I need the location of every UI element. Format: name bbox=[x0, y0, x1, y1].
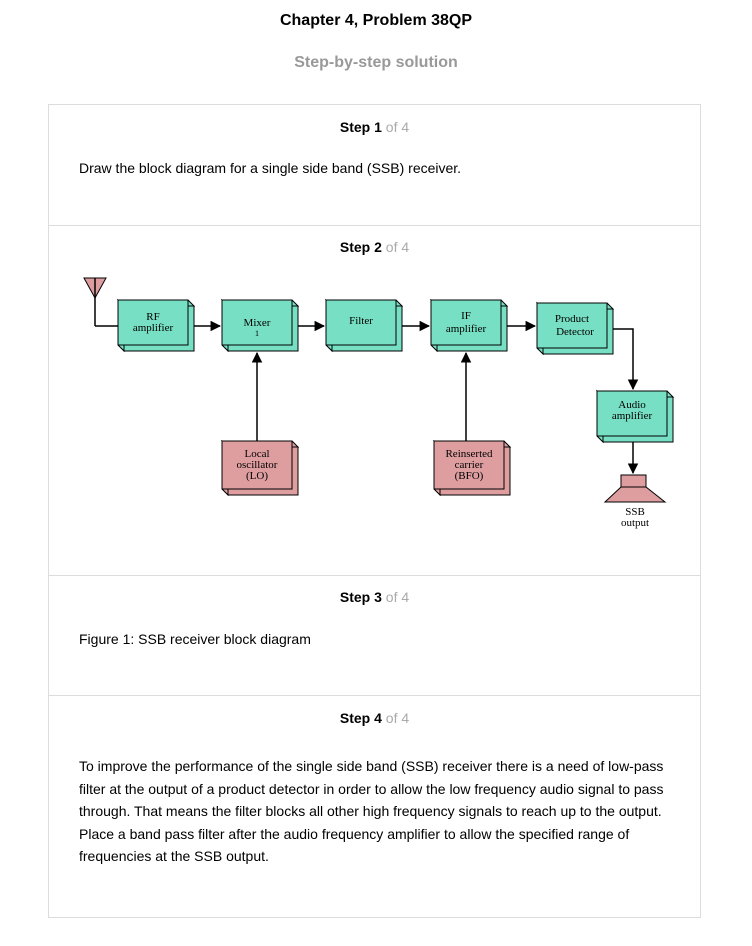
step-3-of: of 4 bbox=[385, 589, 410, 605]
local-oscillator-label-3: (LO) bbox=[246, 470, 268, 482]
bfo-block: Reinserted carrier (BFO) bbox=[432, 439, 512, 497]
if-amplifier-label-2: amplifier bbox=[446, 323, 487, 335]
filter-label: Filter bbox=[349, 315, 373, 327]
local-oscillator-label-1: Local bbox=[244, 448, 269, 460]
ssb-receiver-diagram: RF amplifier Mixer 1 Filter IF a bbox=[83, 277, 675, 529]
mixer-label-2: 1 bbox=[255, 329, 259, 338]
audio-amplifier-label-1: Audio bbox=[618, 399, 646, 411]
audio-amplifier-label-2: amplifier bbox=[612, 410, 653, 422]
speaker-icon bbox=[603, 474, 667, 503]
product-detector-label-1: Product bbox=[555, 313, 589, 325]
page-title: Chapter 4, Problem 38QP bbox=[279, 12, 473, 29]
ssb-output-label-2: output bbox=[621, 517, 649, 529]
local-oscillator-block: Local oscillator (LO) bbox=[220, 439, 300, 497]
if-amplifier-block: IF amplifier bbox=[429, 298, 509, 353]
filter-block: Filter bbox=[324, 298, 404, 353]
step-1-text: Draw the block diagram for a single side… bbox=[79, 160, 462, 176]
bfo-label-1: Reinserted bbox=[445, 448, 493, 460]
local-oscillator-label-2: oscillator bbox=[237, 459, 278, 471]
product-detector-block: Product Detector bbox=[535, 301, 615, 356]
step-1-label: Step bbox=[339, 119, 371, 135]
step-1-header: Step 1 of 4 bbox=[49, 119, 700, 135]
if-amplifier-label-1: IF bbox=[461, 310, 471, 322]
rf-amplifier-label-1: RF bbox=[146, 311, 159, 323]
step-3-header: Step 3 of 4 bbox=[49, 589, 700, 605]
bfo-label-2: carrier bbox=[455, 459, 484, 471]
solution-card: Step 1 of 4 Draw the block diagram for a… bbox=[48, 104, 701, 918]
step-2-number: 2 bbox=[374, 239, 382, 255]
step-3-number: 3 bbox=[374, 589, 382, 605]
step-3-text: Figure 1: SSB receiver block diagram bbox=[79, 631, 311, 647]
product-detector-label-2: Detector bbox=[556, 326, 594, 338]
step-divider bbox=[49, 225, 700, 226]
mixer-label-1: Mixer bbox=[244, 317, 271, 329]
step-1-number: 1 bbox=[374, 119, 382, 135]
step-divider bbox=[49, 575, 700, 576]
step-1-of: of 4 bbox=[385, 119, 410, 135]
rf-amplifier-block: RF amplifier bbox=[116, 298, 196, 353]
bfo-label-3: (BFO) bbox=[455, 470, 484, 482]
step-divider bbox=[49, 695, 700, 696]
ssb-output-label-1: SSB bbox=[625, 506, 645, 518]
arrow-product-to-audio bbox=[613, 328, 639, 391]
rf-amplifier-label-2: amplifier bbox=[133, 322, 174, 334]
page-subtitle: Step-by-step solution bbox=[294, 54, 458, 71]
step-4-header: Step 4 of 4 bbox=[49, 710, 700, 726]
antenna-icon bbox=[83, 277, 118, 327]
step-4-of: of 4 bbox=[385, 710, 410, 726]
mixer-block: Mixer 1 bbox=[220, 298, 300, 353]
step-4-number: 4 bbox=[374, 710, 382, 726]
step-4-label: Step bbox=[339, 710, 371, 726]
step-2-of: of 4 bbox=[385, 239, 410, 255]
step-2-label: Step bbox=[339, 239, 371, 255]
audio-amplifier-block: Audio amplifier bbox=[595, 389, 675, 444]
step-2-header: Step 2 of 4 bbox=[49, 239, 700, 255]
step-3-label: Step bbox=[339, 589, 371, 605]
step-4-text: To improve the performance of the single… bbox=[79, 758, 664, 864]
